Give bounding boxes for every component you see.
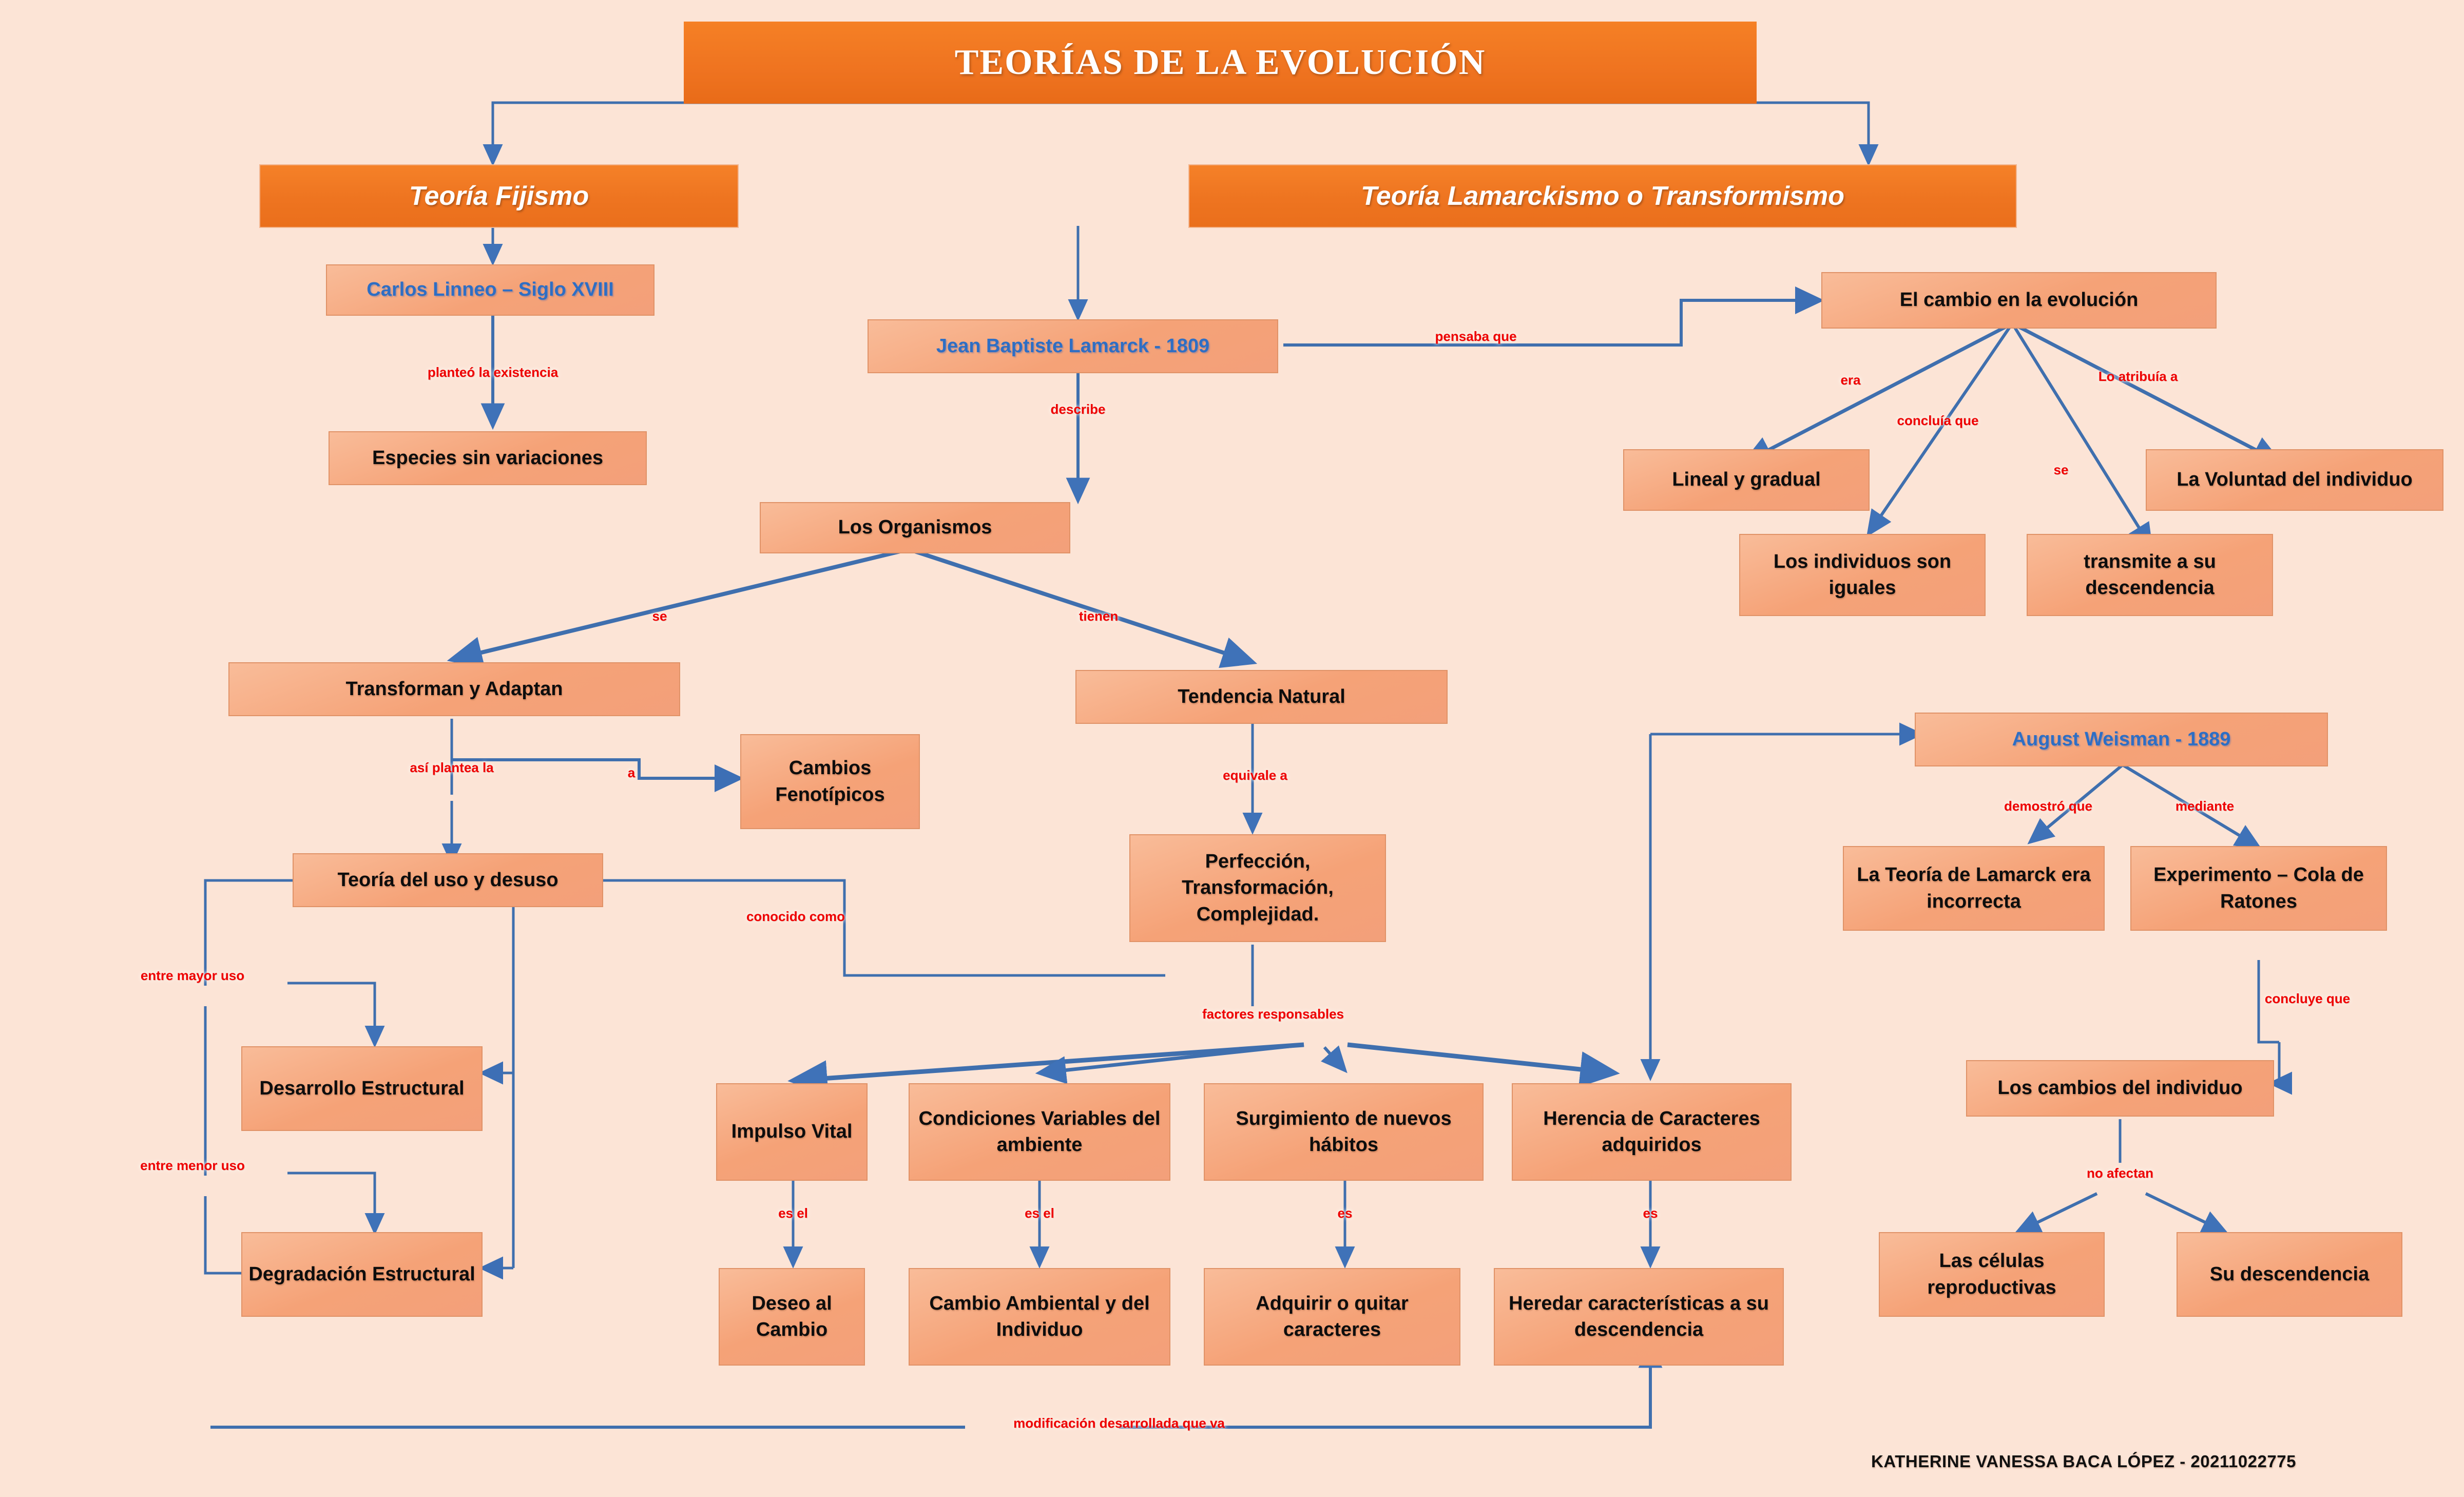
node-cambio-en-la-evolucion[interactable]: El cambio en la evolución: [1821, 272, 2217, 329]
node-perfeccion-transformacion-complejidad[interactable]: Perfección, Transformación, Complejidad.: [1129, 834, 1386, 942]
theory-banner-fijismo[interactable]: Teoría Fijismo: [259, 164, 739, 228]
node-su-descendencia[interactable]: Su descendencia: [2177, 1232, 2402, 1317]
node-jean-baptiste-lamarck[interactable]: Jean Baptiste Lamarck - 1809: [868, 319, 1278, 373]
label-modificacion-desarrollada: modificación desarrollada que va: [1013, 1415, 1225, 1431]
node-surgimiento-nuevos-habitos[interactable]: Surgimiento de nuevos hábitos: [1204, 1083, 1484, 1181]
node-teoria-del-uso-y-desuso[interactable]: Teoría del uso y desuso: [293, 853, 603, 907]
label-es-el-2: es el: [1025, 1205, 1054, 1221]
label-demostro-que: demostró que: [2004, 798, 2092, 814]
author-credit: KATHERINE VANESSA BACA LÓPEZ - 202110227…: [1871, 1452, 2296, 1471]
page-title: TEORÍAS DE LA EVOLUCIÓN: [684, 22, 1757, 104]
node-cambios-fenotipicos[interactable]: Cambios Fenotípicos: [740, 734, 920, 829]
node-transmite-a-su-descendencia[interactable]: transmite a su descendencia: [2027, 534, 2273, 616]
node-los-organismos[interactable]: Los Organismos: [760, 502, 1070, 553]
label-mediante: mediante: [2175, 798, 2235, 814]
label-a: a: [627, 765, 636, 780]
label-entre-menor-uso: entre menor uso: [140, 1158, 245, 1173]
node-voluntad-del-individuo[interactable]: La Voluntad del individuo: [2146, 449, 2443, 511]
node-lineal-y-gradual[interactable]: Lineal y gradual: [1623, 449, 1870, 511]
label-no-afectan: no afectan: [2086, 1165, 2154, 1181]
label-era: era: [1840, 372, 1861, 388]
label-tienen: tienen: [1079, 608, 1119, 624]
node-experimento-cola-ratones[interactable]: Experimento – Cola de Ratones: [2130, 846, 2387, 931]
node-deseo-al-cambio[interactable]: Deseo al Cambio: [719, 1268, 865, 1366]
label-es-1: es: [1337, 1205, 1353, 1221]
node-impulso-vital[interactable]: Impulso Vital: [716, 1083, 868, 1181]
node-celulas-reproductivas[interactable]: Las células reproductivas: [1879, 1232, 2105, 1317]
node-desarrollo-estructural[interactable]: Desarrollo Estructural: [241, 1046, 483, 1131]
label-equivale-a: equivale a: [1223, 767, 1287, 783]
node-especies-sin-variaciones[interactable]: Especies sin variaciones: [329, 431, 647, 485]
label-se: se: [652, 608, 667, 624]
label-describe: describe: [1050, 401, 1106, 417]
node-transforman-y-adaptan[interactable]: Transforman y Adaptan: [228, 662, 680, 716]
node-degradacion-estructural[interactable]: Degradación Estructural: [241, 1232, 483, 1317]
node-carlos-linneo[interactable]: Carlos Linneo – Siglo XVIII: [326, 264, 654, 316]
label-factores-responsables: factores responsables: [1202, 1006, 1344, 1022]
label-entre-mayor-uso: entre mayor uso: [140, 968, 245, 983]
label-es-el-1: es el: [778, 1205, 808, 1221]
node-august-weisman[interactable]: August Weisman - 1889: [1915, 713, 2328, 766]
label-es-2: es: [1643, 1205, 1658, 1221]
node-cambios-del-individuo[interactable]: Los cambios del individuo: [1966, 1060, 2274, 1117]
node-tendencia-natural[interactable]: Tendencia Natural: [1075, 670, 1448, 724]
node-individuos-son-iguales[interactable]: Los individuos son iguales: [1739, 534, 1986, 616]
label-se-transmite: se: [2053, 462, 2069, 477]
node-adquirir-o-quitar-caracteres[interactable]: Adquirir o quitar caracteres: [1204, 1268, 1460, 1366]
label-planteo-la-existencia: planteó la existencia: [427, 364, 559, 380]
node-herencia-caracteres-adquiridos[interactable]: Herencia de Caracteres adquiridos: [1512, 1083, 1792, 1181]
label-concluye-que: concluye que: [2264, 991, 2351, 1006]
node-condiciones-variables-ambiente[interactable]: Condiciones Variables del ambiente: [909, 1083, 1170, 1181]
node-teoria-lamarck-incorrecta[interactable]: La Teoría de Lamarck era incorrecta: [1843, 846, 2105, 931]
node-cambio-ambiental-individuo[interactable]: Cambio Ambiental y del Individuo: [909, 1268, 1170, 1366]
label-conocido-como: conocido como: [746, 909, 845, 924]
node-heredar-caracteristicas-descendencia[interactable]: Heredar características a su descendenci…: [1494, 1268, 1784, 1366]
label-asi-plantea-la: así plantea la: [410, 760, 494, 775]
theory-banner-lamarckismo[interactable]: Teoría Lamarckismo o Transformismo: [1188, 164, 2017, 228]
label-lo-atribuia-a: Lo atribuía a: [2098, 369, 2178, 384]
label-concluia-que: concluía que: [1897, 413, 1979, 428]
label-pensaba-que: pensaba que: [1435, 329, 1517, 344]
